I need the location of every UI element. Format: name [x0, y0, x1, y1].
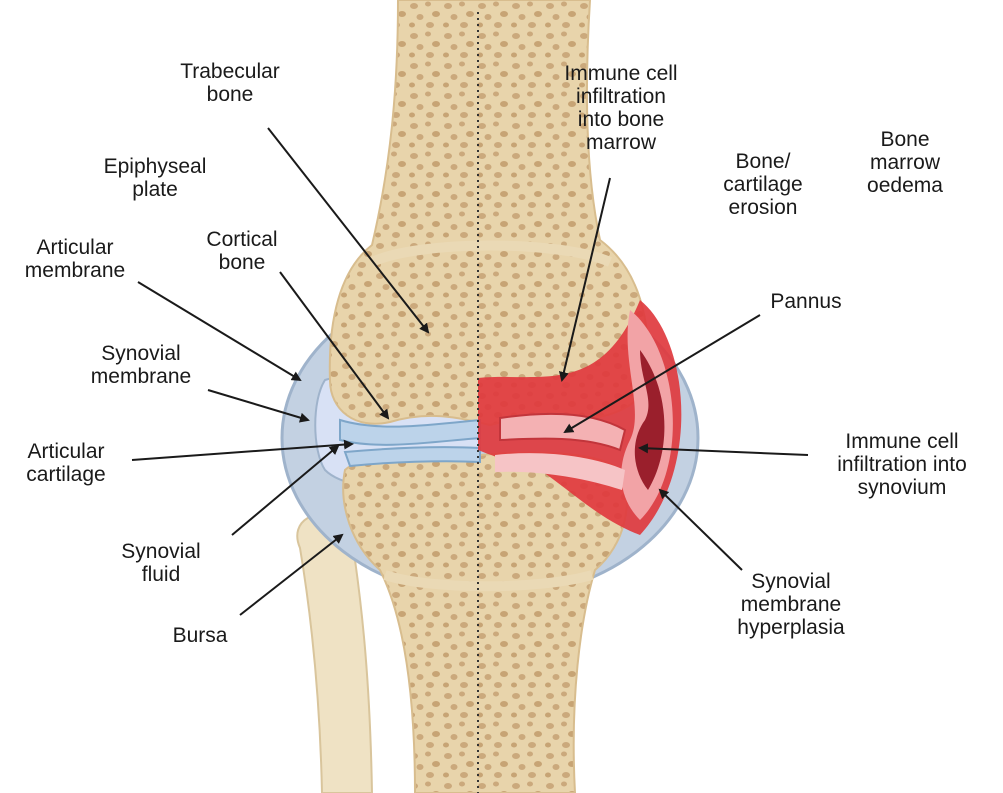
label-line: Epiphyseal — [90, 155, 220, 178]
label-line: Immune cell — [822, 430, 982, 453]
label-line: Articular — [10, 236, 140, 259]
label-epiphyseal-plate: Epiphyseal plate — [90, 155, 220, 201]
label-synovial-membrane-hyperplasia: Synovial membrane hyperplasia — [716, 570, 866, 639]
label-line: Synovial — [76, 342, 206, 365]
label-line: cartilage — [708, 173, 818, 196]
label-line: membrane — [76, 365, 206, 388]
label-synovial-fluid: Synovial fluid — [106, 540, 216, 586]
label-bone-marrow-oedema: Bone marrow oedema — [850, 128, 960, 197]
label-cortical-bone: Cortical bone — [186, 228, 298, 274]
label-line: membrane — [716, 593, 866, 616]
label-synovial-membrane: Synovial membrane — [76, 342, 206, 388]
label-line: hyperplasia — [716, 616, 866, 639]
label-line: Synovial — [716, 570, 866, 593]
label-bone-cartilage-erosion: Bone/ cartilage erosion — [708, 150, 818, 219]
label-line: membrane — [10, 259, 140, 282]
label-trabecular-bone: Trabecular bone — [168, 60, 292, 106]
label-line: Articular — [6, 440, 126, 463]
label-line: into bone — [556, 108, 686, 131]
label-line: marrow — [850, 151, 960, 174]
label-line: plate — [90, 178, 220, 201]
label-line: infiltration — [556, 85, 686, 108]
label-line: infiltration into — [822, 453, 982, 476]
label-line: erosion — [708, 196, 818, 219]
label-line: Bursa — [160, 624, 240, 647]
label-line: bone — [168, 83, 292, 106]
label-line: Pannus — [756, 290, 856, 313]
label-immune-cell-synovium: Immune cell infiltration into synovium — [822, 430, 982, 499]
label-line: fluid — [106, 563, 216, 586]
label-line: synovium — [822, 476, 982, 499]
label-line: marrow — [556, 131, 686, 154]
label-line: cartilage — [6, 463, 126, 486]
label-line: Synovial — [106, 540, 216, 563]
label-line: oedema — [850, 174, 960, 197]
label-articular-membrane: Articular membrane — [10, 236, 140, 282]
arrow-hyperplasia — [660, 490, 742, 570]
label-line: Bone — [850, 128, 960, 151]
label-line: Immune cell — [556, 62, 686, 85]
label-pannus: Pannus — [756, 290, 856, 313]
label-line: bone — [186, 251, 298, 274]
label-bursa: Bursa — [160, 624, 240, 647]
label-line: Bone/ — [708, 150, 818, 173]
label-articular-cartilage: Articular cartilage — [6, 440, 126, 486]
label-immune-cell-bone-marrow: Immune cell infiltration into bone marro… — [556, 62, 686, 154]
label-line: Cortical — [186, 228, 298, 251]
tibia-bone — [343, 453, 627, 793]
label-line: Trabecular — [168, 60, 292, 83]
